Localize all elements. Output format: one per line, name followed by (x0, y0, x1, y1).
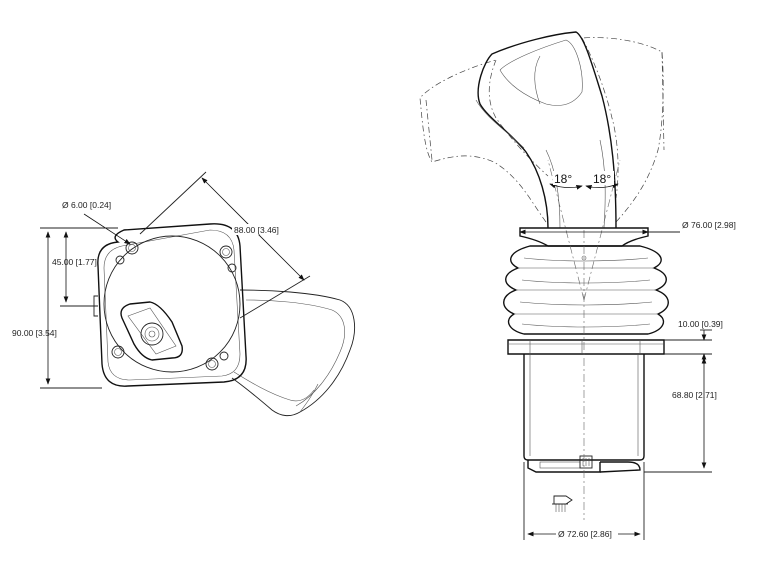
top-view-inner-ring (103, 235, 241, 373)
angle-indicator: 18° 18° (549, 171, 619, 190)
dim-flange-thickness-label: 10.00 [0.39] (678, 319, 723, 329)
dim-body-height: 68.80 [2.71] (644, 357, 717, 473)
dim-diagonal: 88.00 [3.46] (139, 171, 311, 319)
dim-flange-thickness: 10.00 [0.39] (664, 319, 723, 364)
top-view-base-plate (97, 223, 247, 387)
top-view-connector (120, 301, 183, 361)
gaiter-bellows (503, 245, 669, 335)
top-view-handle (231, 289, 356, 417)
cable-connector (552, 495, 573, 512)
dim-body-height-label: 68.80 [2.71] (672, 390, 717, 400)
dim-diagonal-label: 88.00 [3.46] (234, 225, 279, 235)
dim-body-diameter: Ø 72.60 [2.86] (523, 462, 645, 540)
mounting-flange (507, 339, 665, 355)
angle-left-label: 18° (554, 172, 572, 186)
dim-half-height-label: 45.00 [1.77] (52, 257, 97, 267)
dim-body-diameter-label: Ø 72.60 [2.86] (558, 529, 612, 539)
dim-gaiter-diameter: Ø 76.00 [2.98] (519, 220, 736, 235)
angle-right-label: 18° (593, 172, 611, 186)
handle (475, 31, 617, 229)
top-view (93, 223, 356, 417)
dim-hole-diameter-label: Ø 6.00 [0.24] (62, 200, 111, 210)
dim-gaiter-diameter-label: Ø 76.00 [2.98] (682, 220, 736, 230)
bottom-connector (527, 455, 641, 473)
dim-full-height-label: 90.00 [3.54] (12, 328, 57, 338)
dim-half-height: 45.00 [1.77] (52, 227, 118, 307)
side-view (419, 31, 669, 520)
phantom-handle-positions (419, 37, 665, 223)
mounting-holes (111, 241, 237, 371)
dim-full-height: 90.00 [3.54] (12, 227, 102, 389)
dim-hole-diameter: Ø 6.00 [0.24] (62, 200, 131, 245)
